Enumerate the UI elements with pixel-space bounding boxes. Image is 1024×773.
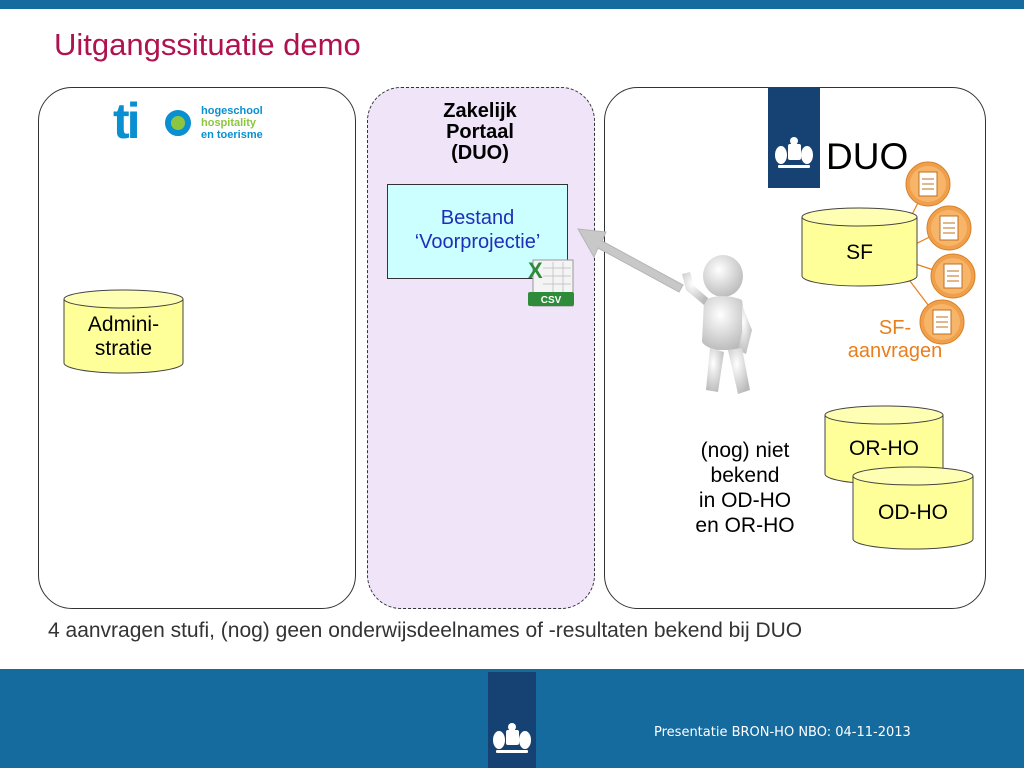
- portaal-title-3: (DUO): [451, 142, 509, 164]
- tio-logo-subtitle: hogeschool hospitality en toerisme: [201, 105, 263, 141]
- duo-label: DUO: [826, 136, 909, 177]
- document-icon: [919, 299, 965, 345]
- sf-cylinder: SF: [801, 207, 918, 287]
- bestand-label-1: Bestand: [440, 207, 515, 229]
- nog-niet-line-1: (nog) niet: [700, 439, 790, 462]
- duo-coat-of-arms: [768, 87, 820, 188]
- document-icon: [926, 205, 972, 251]
- administratie-label-1: Admini-: [87, 313, 160, 336]
- od-ho-label: OD-HO: [878, 501, 948, 524]
- portaal-title-2: Portaal: [446, 121, 514, 143]
- administratie-label-2: stratie: [94, 337, 153, 360]
- od-ho-cylinder: OD-HO: [852, 466, 974, 550]
- bestand-label-2: ‘Voorprojectie’: [414, 231, 541, 253]
- nog-niet-line-3: in OD-HO: [698, 489, 792, 512]
- coat-of-arms-icon: [493, 723, 531, 753]
- nog-niet-line-2: bekend: [710, 464, 780, 487]
- sf-label: SF: [846, 241, 873, 264]
- administratie-label: Admini- stratie: [63, 313, 184, 361]
- or-ho-label: OR-HO: [849, 437, 919, 460]
- top-bar: [0, 0, 1024, 9]
- tio-line-2: hospitality: [201, 117, 257, 129]
- footer-coat-of-arms: [488, 672, 536, 768]
- portaal-title: Zakelijk Portaal (DUO): [367, 101, 593, 164]
- administratie-cylinder: Admini- stratie: [63, 289, 184, 375]
- sf-aanvragen-line-1: SF-: [878, 317, 912, 339]
- nog-niet-bekend-text: (nog) niet bekend in OD-HO en OR-HO: [670, 438, 820, 538]
- panel-zakelijk-portaal: [367, 87, 595, 609]
- document-icon: [905, 161, 951, 207]
- csv-file-icon: CSV X: [527, 258, 575, 308]
- document-icon: [930, 253, 976, 299]
- sf-aanvragen-line-2: aanvragen: [847, 340, 943, 362]
- person-figure-icon: [668, 250, 778, 400]
- csv-icon-label: CSV: [541, 295, 562, 306]
- tio-line-3: en toerisme: [201, 129, 263, 141]
- tio-logo: ti hogeschool hospitality en toerisme: [113, 96, 273, 150]
- csv-icon-letter: X: [528, 258, 543, 283]
- slide-title: Uitgangssituatie demo: [54, 27, 361, 62]
- slide-caption: 4 aanvragen stufi, (nog) geen onderwijsd…: [48, 619, 803, 642]
- footer-text: Presentatie BRON-HO NBO: 04-11-2013: [654, 725, 911, 740]
- sf-aanvragen-label: SF- aanvragen: [820, 317, 970, 363]
- portaal-title-1: Zakelijk: [443, 100, 517, 122]
- coat-of-arms-icon: [775, 137, 813, 168]
- tio-logo-o-icon: [165, 110, 191, 136]
- nog-niet-line-4: en OR-HO: [695, 514, 795, 537]
- tio-logo-word: ti: [113, 93, 140, 149]
- tio-line-1: hogeschool: [201, 105, 263, 117]
